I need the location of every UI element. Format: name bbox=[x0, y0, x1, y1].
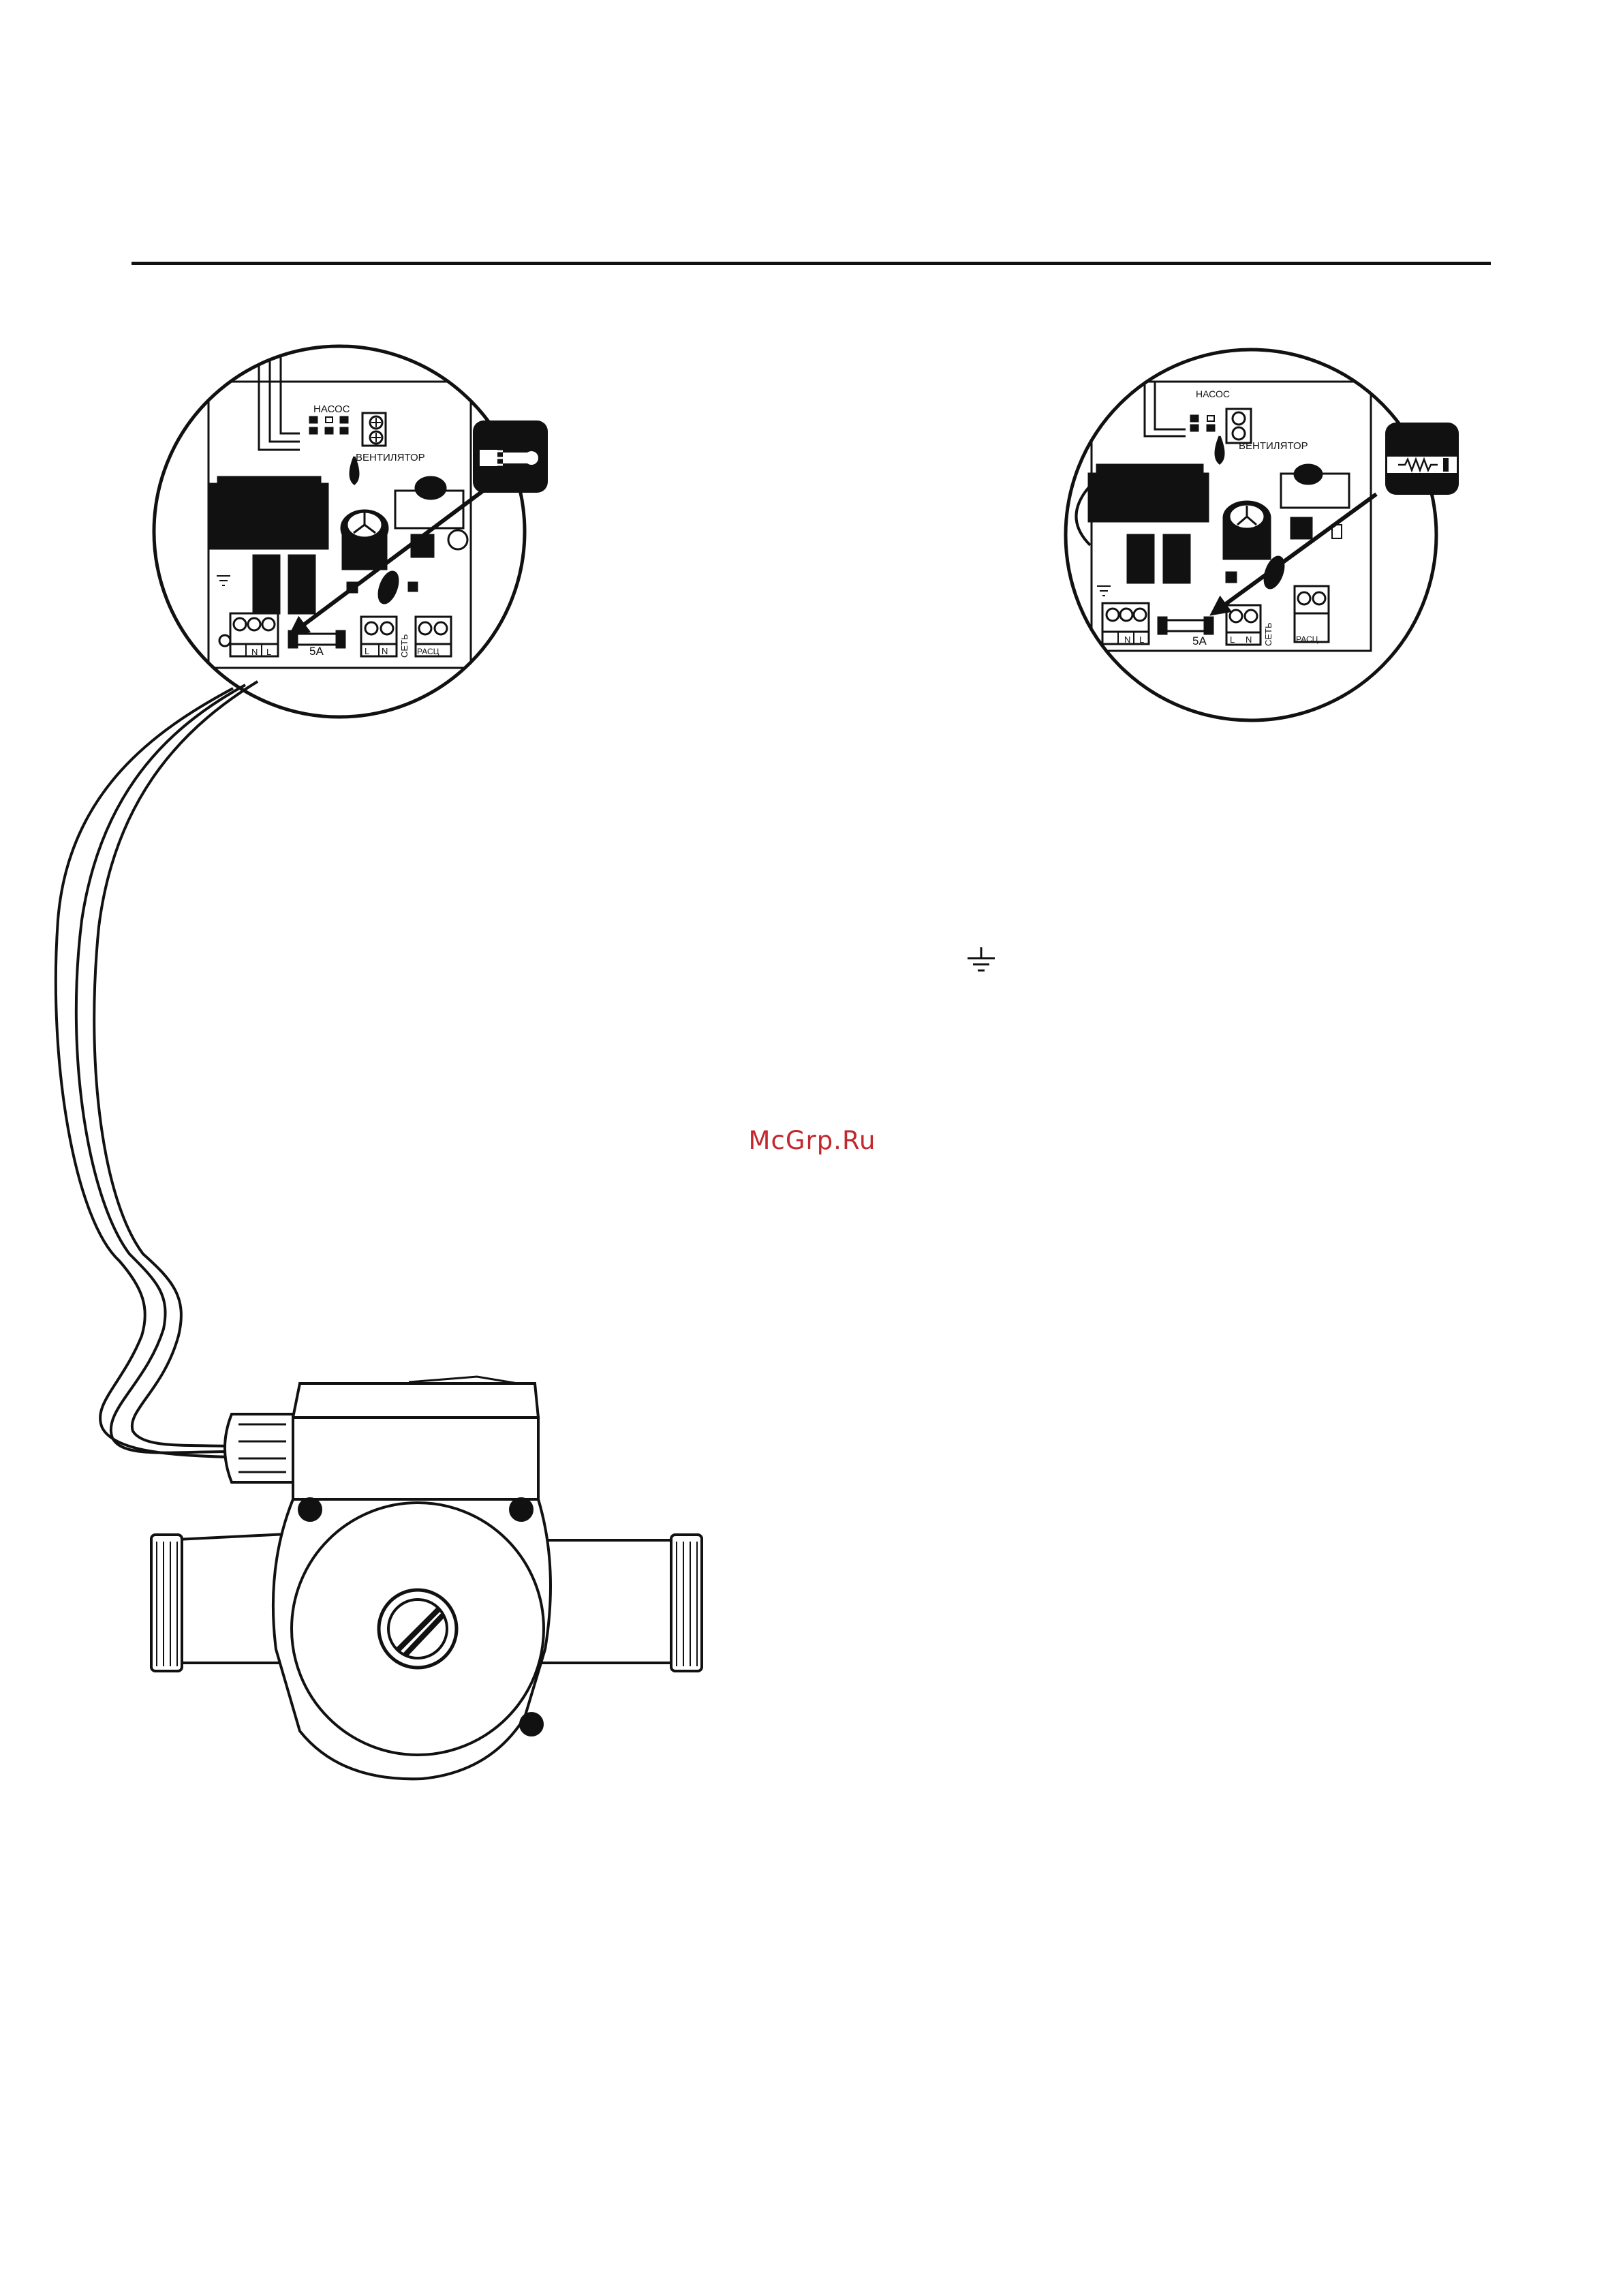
pump-label-right: НАСОС bbox=[1196, 388, 1230, 399]
flow-label: РАСЦ bbox=[417, 647, 439, 656]
fuse-resistor-icon bbox=[1385, 423, 1459, 495]
right-board-zoom: НАСОС ВЕНТИЛЯТОР 5A N L L N СЕТЬ РАСЦ bbox=[1066, 350, 1459, 720]
fuse-label-right: 5A bbox=[1192, 634, 1207, 647]
terminal-n-label: N bbox=[251, 647, 258, 657]
terminal-l-label: L bbox=[266, 647, 271, 657]
network-terminal-l-label: L bbox=[365, 646, 369, 656]
fan-label-right: ВЕНТИЛЯТОР bbox=[1239, 440, 1308, 452]
circulation-pump bbox=[151, 1377, 702, 1779]
left-board-zoom: НАСОС ВЕНТИЛЯТОР 5A N L L N СЕТЬ РАСЦ bbox=[154, 346, 548, 717]
watermark: McGrp.Ru bbox=[744, 1126, 880, 1155]
pump-cable bbox=[56, 682, 258, 1457]
flow-label-right: РАСЦ bbox=[1296, 634, 1318, 644]
pump-label: НАСОС bbox=[313, 403, 350, 415]
network-terminal-l-label-right: L bbox=[1230, 634, 1235, 645]
ground-symbol-icon bbox=[968, 947, 995, 970]
network-label: СЕТЬ bbox=[399, 634, 409, 658]
network-terminal-n-label-right: N bbox=[1246, 634, 1252, 645]
fuse-label: 5A bbox=[309, 645, 324, 658]
network-terminal-n-label: N bbox=[382, 646, 388, 656]
network-label-right: СЕТЬ bbox=[1263, 622, 1273, 646]
fan-label: ВЕНТИЛЯТОР bbox=[356, 452, 425, 463]
plug-connector-icon bbox=[473, 420, 548, 493]
terminal-l-label-right: L bbox=[1139, 634, 1144, 645]
terminal-n-label-right: N bbox=[1124, 634, 1130, 645]
